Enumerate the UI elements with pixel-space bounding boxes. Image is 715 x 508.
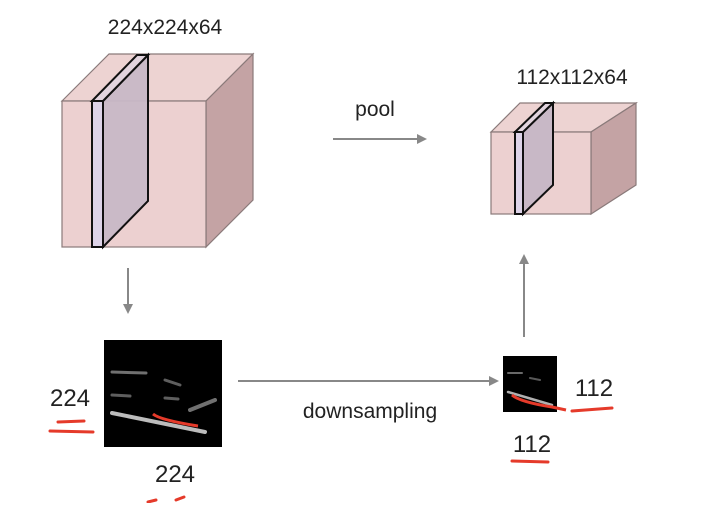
input-volume-label: 224x224x64 <box>108 16 223 39</box>
input-height-label: 224 <box>50 385 90 412</box>
downsampling-label: downsampling <box>303 400 437 423</box>
output-depth-slice <box>512 100 556 217</box>
output-height-label: 112 <box>575 375 613 402</box>
output-volume-cube <box>489 101 639 216</box>
input-volume-cube <box>60 52 255 249</box>
input-width-label: 224 <box>155 461 195 488</box>
output-width-label: 112 <box>513 431 551 458</box>
red-annotation-stroke <box>152 412 199 428</box>
input-activation-image <box>104 340 222 447</box>
output-activation-image <box>503 356 567 412</box>
red-annotation-stroke <box>511 393 567 412</box>
red-underline-annotations <box>48 406 614 504</box>
input-depth-slice <box>89 52 151 250</box>
pool-label: pool <box>355 98 395 121</box>
output-volume-label: 112x112x64 <box>516 66 628 89</box>
